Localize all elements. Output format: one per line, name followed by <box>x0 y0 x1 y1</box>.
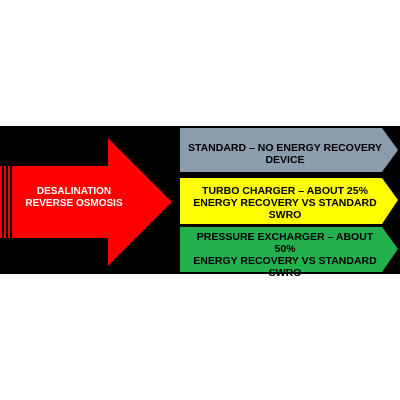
main-arrow-label: DESALINATION REVERSE OSMOSIS <box>25 186 123 209</box>
option-arrow-standard <box>180 128 398 172</box>
option-label-pressure: PRESSURE EXCHARGER – ABOUT 50% ENERGY RE… <box>193 231 377 279</box>
option-arrow-turbo <box>180 178 398 224</box>
main-arrow-stripe <box>0 166 2 238</box>
option-arrow-pressure <box>180 227 398 272</box>
option-label-turbo: TURBO CHARGER – ABOUT 25% ENERGY RECOVER… <box>193 185 377 221</box>
main-arrow <box>12 138 172 266</box>
main-arrow-stripe <box>8 166 10 238</box>
main-arrow-stripe <box>4 166 6 238</box>
option-label-standard: STANDARD – NO ENERGY RECOVERY DEVICE <box>187 142 383 166</box>
